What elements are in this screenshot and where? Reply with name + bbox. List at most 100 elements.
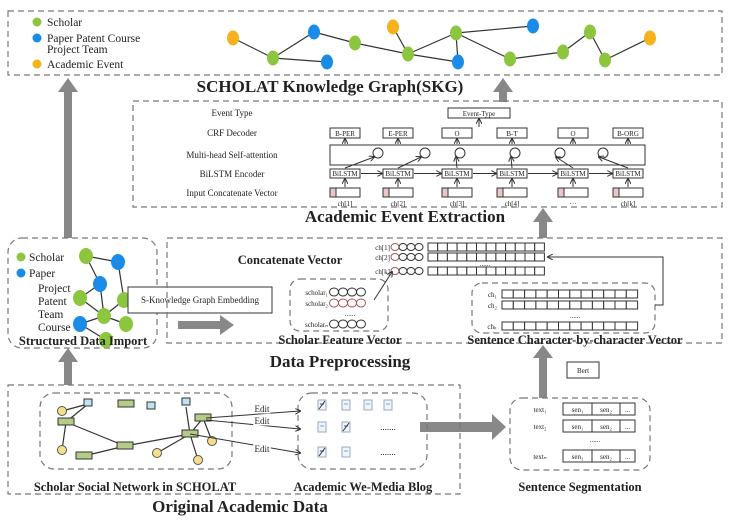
char-feature-cell: [524, 252, 536, 262]
device-icon: [83, 398, 93, 407]
crf-tag: B-PER: [335, 130, 355, 138]
concat-ellipsis: ......: [480, 260, 491, 268]
sentence-cell: [619, 419, 636, 433]
arrow-structured-to-skg: [58, 78, 78, 238]
input-feature-cell: [496, 187, 504, 198]
row-input: Input Concatenate Vector: [186, 188, 277, 198]
arrow-to-attention: [599, 157, 629, 169]
bert-label: Bert: [577, 367, 589, 375]
organization-icon: [116, 441, 134, 450]
input-feature-cell: [441, 187, 449, 198]
char-feature-cell: [437, 242, 448, 252]
char-label: ch[3]: [450, 200, 465, 208]
char-feature-cell: [558, 289, 571, 299]
char-feature-cell: [512, 321, 526, 331]
char-feature-cell: [501, 321, 514, 331]
organization-icon: [75, 451, 93, 460]
arrow-to-attention: [511, 157, 512, 169]
char-feature-cell: [569, 289, 582, 299]
device-icon: [181, 397, 191, 406]
structured-paper: Paper: [29, 268, 55, 280]
sentence-row-label: ch₁: [488, 291, 497, 299]
bilstm-label: BiLSTM: [332, 170, 358, 178]
preprocessing-panel: Concatenate Vector ch[1]ch[2]ch[k]......…: [166, 237, 723, 371]
char-feature-cell: [446, 252, 458, 262]
scholar-feature-cell: [329, 319, 339, 329]
blog-post-icon: [383, 399, 393, 411]
char-feature-cell: [534, 242, 545, 252]
structured-project: Project: [38, 283, 71, 295]
char-feature-cell: [558, 300, 571, 310]
char-label: ch[1]: [338, 200, 353, 208]
char-feature-cell: [614, 289, 627, 299]
arrow-original-to-structured: [58, 348, 78, 385]
sentence-cell-label: sen₁: [572, 423, 584, 431]
scholar-feature-cell: [338, 298, 348, 308]
char-feature-cell: [558, 321, 571, 331]
graph-edge: [232, 37, 274, 59]
legend-paper: Paper Patent Course: [47, 33, 140, 45]
input-feature-cell: [329, 187, 337, 198]
scholar-feature-cell: [338, 287, 348, 297]
char-feature-cell: [437, 266, 448, 276]
crf-tag: B-T: [506, 130, 518, 138]
char-feature-cell: [427, 266, 439, 276]
char-feature-cell: [524, 300, 537, 310]
legend-scholar-dot: [32, 17, 42, 27]
char-feature-cell: [456, 266, 468, 276]
extraction-border: [132, 100, 723, 208]
attention-box: [329, 144, 646, 166]
char-feature-cell: [512, 300, 526, 310]
attention-head-icon: [597, 147, 609, 159]
scholar-feature-cell: [414, 243, 424, 251]
blog-post-icon: [341, 446, 351, 458]
char-feature-cell: [603, 321, 616, 331]
scholar-feature-cell: [338, 319, 348, 329]
network-box: [39, 392, 233, 470]
paper-node: [527, 18, 539, 34]
graph-edge: [407, 53, 459, 63]
char-feature-cell: [476, 266, 487, 276]
concatenate-vectors: ch[1]ch[2]ch[k]......: [375, 242, 545, 276]
scholar-row-label: scholar₂: [305, 300, 328, 308]
scholar-feature-cell: [398, 267, 408, 275]
paper-node: [452, 54, 464, 70]
scholar-feature-cell: [406, 253, 416, 261]
char-feature-cell: [580, 289, 593, 299]
scholar-feature-cell: [356, 319, 366, 329]
arrow-to-attention: [397, 157, 421, 169]
char-feature-cell: [580, 300, 593, 310]
graph-edge: [509, 51, 564, 60]
char-feature-cell: [501, 300, 514, 310]
char-feature-cell: [476, 242, 487, 252]
flow-arrows: [58, 78, 553, 440]
edit-label: Edit: [255, 404, 270, 414]
char-feature-cell: [446, 242, 458, 252]
row-crf: CRF Decoder: [207, 128, 257, 138]
scholar-node: [79, 248, 93, 264]
edit-label: Edit: [255, 416, 270, 426]
edit-arrow: [205, 419, 300, 429]
sentence-row-label: chₖ: [487, 323, 497, 331]
char-feature-cell: [427, 252, 439, 262]
arrow-extraction-to-skg: [493, 78, 513, 102]
extraction-title: Academic Event Extraction: [305, 207, 506, 226]
structured-data-panel: Scholar Paper Project Patent Team Course…: [7, 237, 273, 349]
scholar-ellipsis: ......: [345, 310, 356, 318]
event-type-label: Event-Type: [463, 110, 496, 118]
char-feature-cell: [495, 252, 507, 262]
skg-panel: Scholar Paper Patent Course Project Team…: [7, 10, 723, 96]
bilstm-label: BiLSTM: [615, 170, 641, 178]
organization-icon: [181, 429, 199, 438]
char-feature-cell: [501, 289, 514, 299]
arrow-to-attention: [344, 157, 374, 169]
scholar-to-concat-arrow: [373, 272, 392, 301]
scholar-feature-cell: [347, 319, 357, 329]
organization-icon: [117, 399, 135, 408]
scholar-person-icon: [57, 445, 67, 455]
input-feature-cell: [612, 187, 620, 198]
structured-patent: Patent: [38, 296, 68, 308]
